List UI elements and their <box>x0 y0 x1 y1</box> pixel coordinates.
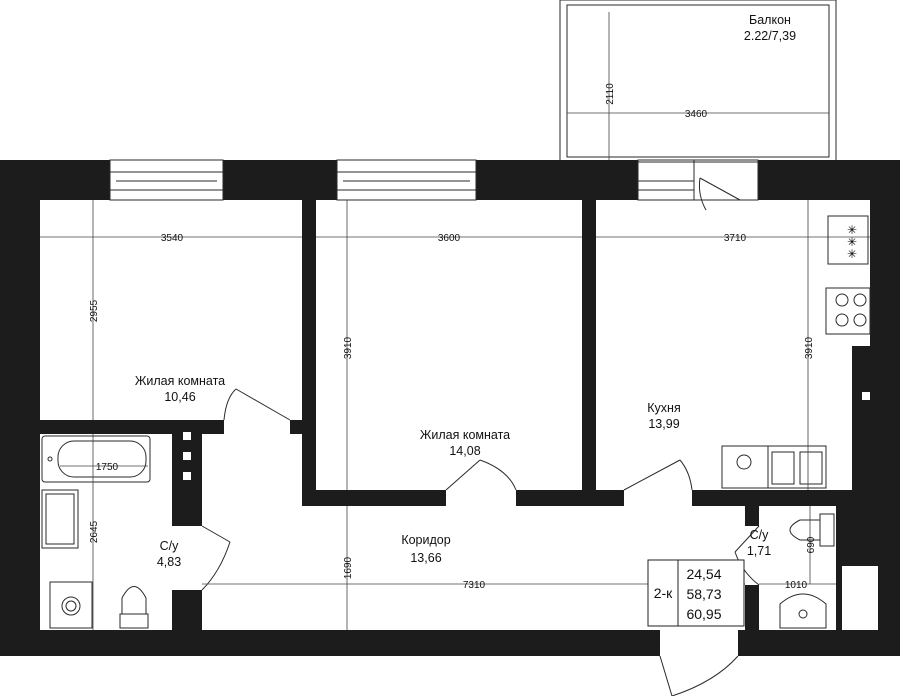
dimension-lines <box>40 200 870 630</box>
living2-name: Жилая комната <box>420 428 510 442</box>
bathtub <box>41 435 151 483</box>
balcony-area: 2.22/7,39 <box>744 29 796 43</box>
svg-text:✳: ✳ <box>847 223 857 237</box>
dim-bathtub: 1750 <box>96 462 119 473</box>
dim-living1-h: 2955 <box>89 299 100 322</box>
wc-name: С/у <box>750 528 770 542</box>
dim-kitchen-w: 3710 <box>724 233 747 244</box>
windows <box>109 159 759 201</box>
living2-area: 14,08 <box>449 444 480 458</box>
toilet-bath <box>119 586 149 629</box>
wc-area: 1,71 <box>747 544 771 558</box>
total-with-balcony: 60,95 <box>686 606 721 622</box>
toilet-wc <box>789 513 835 547</box>
dim-corridor-w: 7310 <box>463 580 486 591</box>
dim-kitchen-h: 3910 <box>804 336 815 359</box>
living1-name: Жилая комната <box>135 374 225 388</box>
total-area: 58,73 <box>686 586 721 602</box>
kitchen-stove-top: ✳ ✳ ✳ <box>827 215 869 265</box>
corridor-area: 13,66 <box>410 551 441 565</box>
corridor-name: Коридор <box>401 533 450 547</box>
dim-balcony-w: 3460 <box>685 109 708 120</box>
svg-text:✳: ✳ <box>847 235 857 249</box>
dim-balcony-h: 2110 <box>605 83 616 105</box>
dim-living2-h: 3910 <box>343 336 354 359</box>
dim-corridor-h: 1690 <box>343 556 354 579</box>
balcony <box>559 0 837 163</box>
summary-table <box>647 559 745 627</box>
living-area: 24,54 <box>686 566 721 582</box>
dim-living1-w: 3540 <box>161 233 184 244</box>
kitchen-stove <box>825 287 871 335</box>
apartment-type: 2-к <box>654 585 673 601</box>
balcony-name: Балкон <box>749 13 791 27</box>
dim-bath-h: 2645 <box>89 520 100 543</box>
dim-living2-w: 3600 <box>438 233 461 244</box>
kitchen-area: 13,99 <box>648 417 679 431</box>
bathroom-area: 4,83 <box>157 555 181 569</box>
washing-machine <box>49 581 93 629</box>
dim-wc-h: 690 <box>806 536 817 553</box>
sink-bath <box>41 489 79 549</box>
walls <box>0 160 900 656</box>
svg-text:✳: ✳ <box>847 247 857 261</box>
kitchen-counter <box>721 445 827 489</box>
kitchen-name: Кухня <box>647 401 680 415</box>
living1-area: 10,46 <box>164 390 195 404</box>
dim-wc-w: 1010 <box>785 580 808 591</box>
bathroom-name: С/у <box>160 539 180 553</box>
sink-wc <box>779 593 827 629</box>
